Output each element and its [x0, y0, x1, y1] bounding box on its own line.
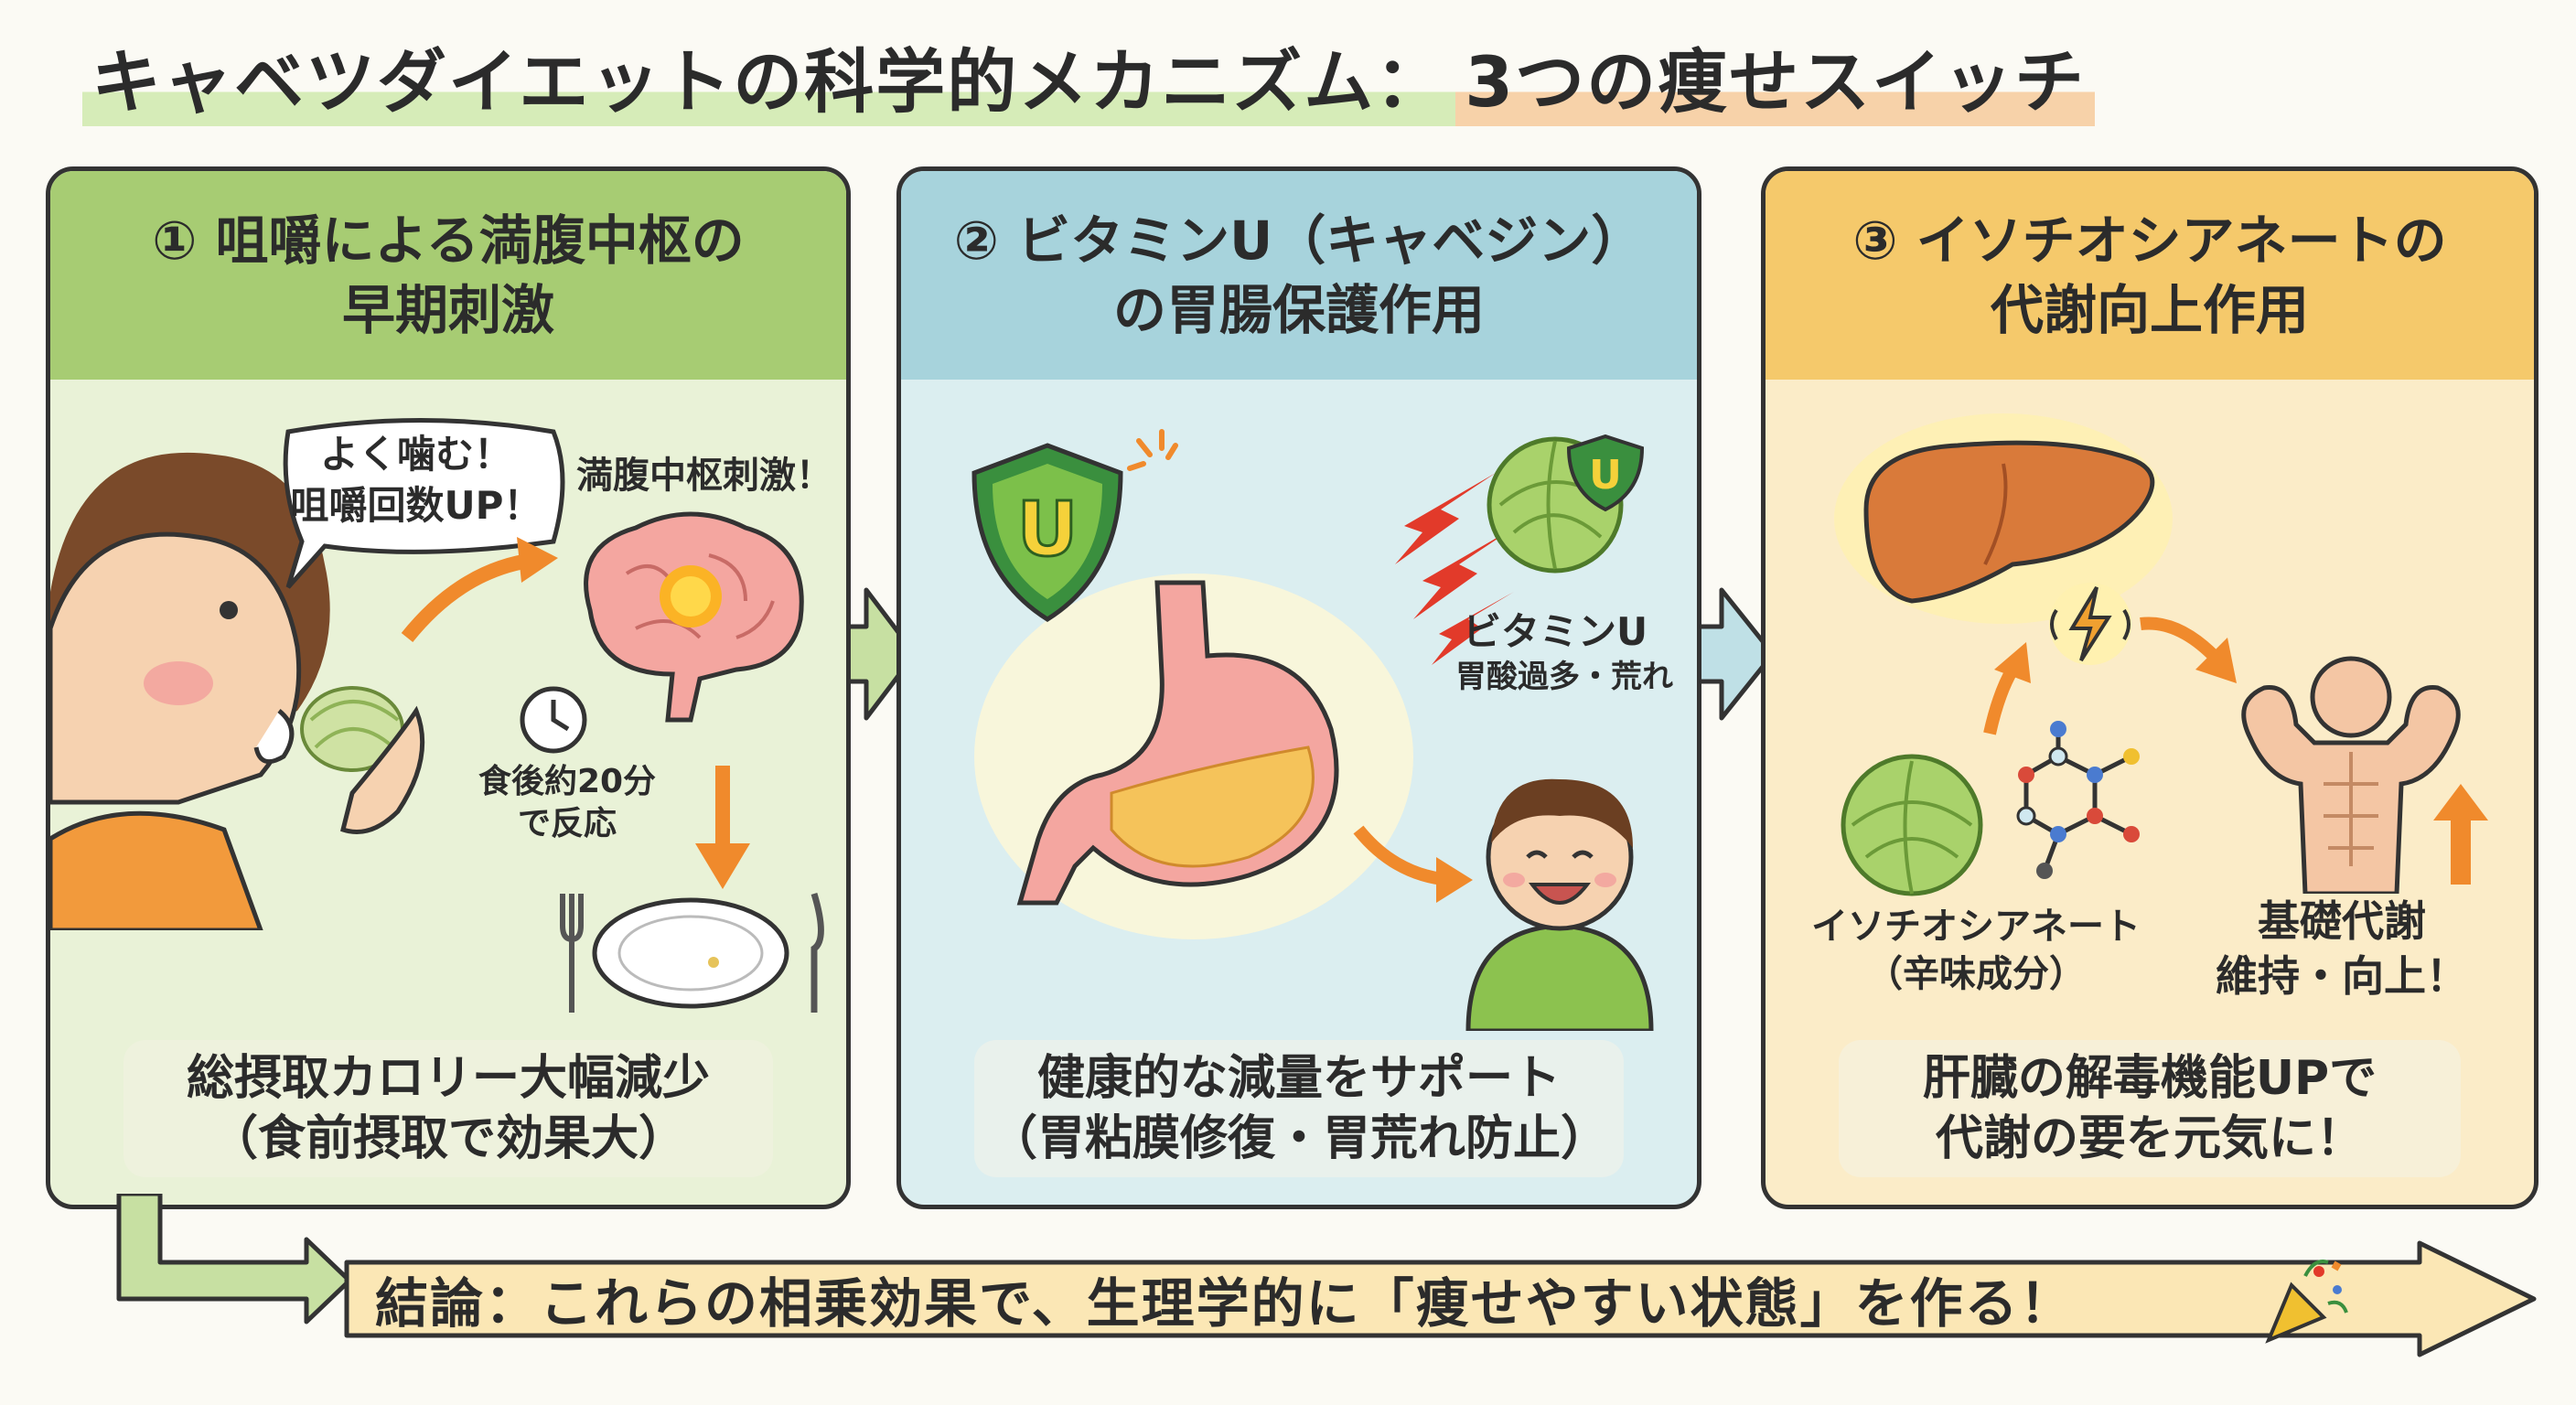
panel-3-title-line2: 代謝向上作用	[1990, 279, 2309, 341]
arrow-up-to-liver	[1983, 642, 2031, 735]
panel-1-footer-line2: （食前摂取で効果大）	[209, 1111, 686, 1166]
smiling-boy-icon	[1465, 778, 1654, 1031]
panel-isothiocyanate: ③ イソチオシアネートの 代謝向上作用	[1761, 166, 2538, 1209]
clock-line-1: 食後約20分	[478, 763, 657, 800]
compound-line-1: イソチオシアネート	[1811, 906, 2141, 948]
panel-2-header: ② ビタミンU（キャベジン） の胃腸保護作用	[901, 171, 1697, 380]
speech-bubble	[283, 418, 565, 589]
speech-line-1: よく噛む！	[319, 432, 512, 477]
conclusion-banner: 結論：これらの相乗効果で、生理学的に「痩せやすい状態」を作る！	[343, 1239, 2537, 1358]
panel-vitamin-u: ② ビタミンU（キャベジン） の胃腸保護作用 U U ビタミンU 胃酸過多・荒れ	[896, 166, 1701, 1209]
cabbage-shield-letter: U	[1589, 452, 1622, 499]
shield-letter: U	[1017, 487, 1079, 574]
acid-label: 胃酸過多・荒れ	[1455, 659, 1673, 695]
panel-1-header: ① 咀嚼による満腹中枢の 早期刺激	[50, 171, 846, 380]
arrow-up-metab	[2433, 784, 2488, 885]
arrow-to-muscle	[2140, 617, 2237, 683]
acid-arrows-icon	[1395, 473, 1514, 665]
title-highlight: 3つの痩せスイッチ	[1455, 26, 2096, 126]
brain-label: 満腹中枢刺激！	[576, 455, 832, 497]
page-title: キャベツダイエットの科学的メカニズム： 3つの痩せスイッチ	[82, 26, 2497, 126]
panel-1-title-line2: 早期刺激	[341, 279, 554, 341]
shield-icon: U	[971, 443, 1123, 622]
arrow-down	[695, 766, 750, 889]
muscle-body-icon	[2241, 656, 2461, 894]
conclusion-text: 結論：これらの相乗効果で、生理学的に「痩せやすい状態」を作る！	[375, 1272, 2075, 1335]
panel-1-footer-line1: 総摂取カロリー大幅減少	[186, 1051, 710, 1106]
panel-3-footer-line2: 代謝の要を元気に！	[1935, 1111, 2364, 1166]
brain-icon	[584, 511, 804, 723]
metab-line-1: 基礎代謝	[2258, 896, 2426, 946]
panel-chewing: ① 咀嚼による満腹中枢の 早期刺激 よく噛む！ 咀嚼回数UP！ 満腹中枢刺激！	[46, 166, 851, 1209]
arrow-to-boy	[1353, 825, 1473, 903]
panel-2-footer: 健康的な減量をサポート （胃粘膜修復・胃荒れ防止）	[974, 1040, 1624, 1177]
cabbage-icon-3	[1841, 754, 1983, 896]
panel-3-footer-line1: 肝臓の解毒機能UPで	[1922, 1051, 2377, 1106]
liver-icon	[1834, 413, 2173, 624]
metab-line-2: 維持・向上！	[2216, 951, 2468, 1001]
vitamin-label: ビタミンU	[1462, 609, 1648, 654]
stomach-icon	[1016, 580, 1339, 906]
panel-2-title-line1: ② ビタミンU（キャベジン）	[953, 209, 1645, 272]
party-popper-icon	[2265, 1260, 2348, 1344]
panel-1-footer: 総摂取カロリー大幅減少 （食前摂取で効果大）	[123, 1040, 773, 1177]
connector-arrow	[116, 1194, 352, 1325]
panel-3-header: ③ イソチオシアネートの 代謝向上作用	[1766, 171, 2534, 380]
panel-2-footer-line1: 健康的な減量をサポート	[1036, 1051, 1561, 1106]
molecule-icon	[2016, 721, 2140, 879]
clock-label: 食後約20分 で反応	[462, 761, 672, 845]
panel-2-title-line2: の胃腸保護作用	[1112, 279, 1485, 341]
compound-line-2: （辛味成分）	[1866, 953, 2086, 995]
clock-icon	[520, 686, 587, 754]
clock-line-2: で反応	[517, 805, 617, 842]
plate-icon	[560, 892, 824, 1013]
panel-3-footer: 肝臓の解毒機能UPで 代謝の要を元気に！	[1839, 1040, 2461, 1177]
arrow-to-brain	[401, 537, 558, 642]
cabbage-icon: U	[1487, 434, 1645, 574]
panel-1-title-line1: ① 咀嚼による満腹中枢の	[152, 209, 745, 272]
title-main: キャベツダイエットの科学的メカニズム：	[82, 26, 1456, 126]
lightning-icon	[2049, 583, 2131, 665]
panel-2-footer-line2: （胃粘膜修復・胃荒れ防止）	[989, 1111, 1608, 1166]
panel-3-title-line1: ③ イソチオシアネートの	[1852, 209, 2447, 272]
speech-text: よく噛む！ 咀嚼回数UP！	[284, 429, 549, 531]
person-eating-icon	[50, 452, 425, 930]
compound-label: イソチオシアネート （辛味成分）	[1784, 903, 2168, 998]
shield-sparkle-icon	[1127, 429, 1178, 471]
speech-line-2: 咀嚼回数UP！	[290, 483, 542, 528]
conclusion-arrow-shape	[344, 1240, 2537, 1357]
metabolism-label: 基礎代謝 維持・向上！	[2195, 894, 2488, 1003]
